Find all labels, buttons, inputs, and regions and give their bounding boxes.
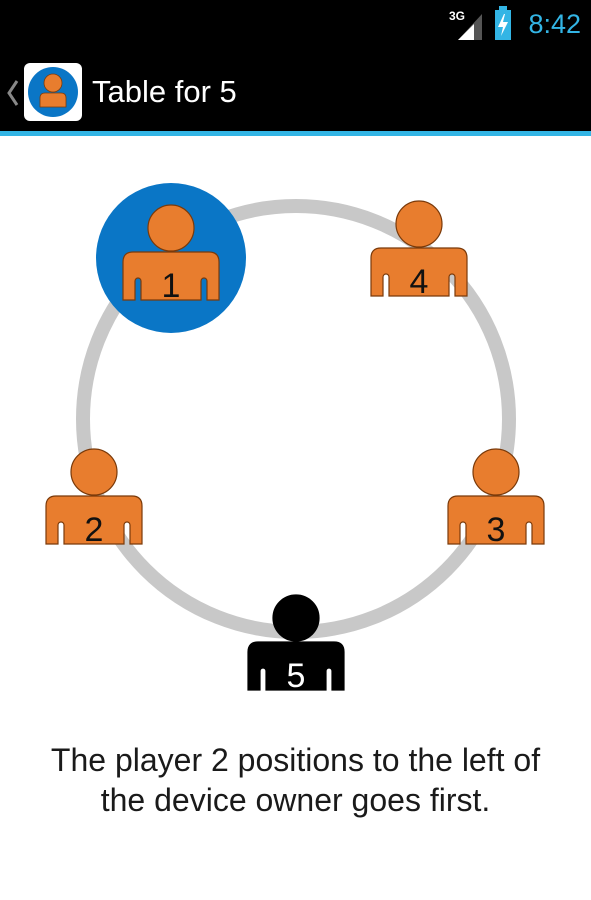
seat-number: 4 — [410, 263, 429, 301]
seat-4[interactable]: 4 — [370, 200, 468, 301]
instruction-line-2: the device owner goes first. — [100, 782, 491, 818]
seat-number: 5 — [287, 657, 306, 695]
signal-icon: 3G — [449, 9, 482, 40]
action-bar — [0, 48, 591, 131]
status-bar: 3G 8:42 — [0, 0, 591, 48]
clock: 8:42 — [528, 9, 581, 39]
seat-number: 2 — [85, 511, 104, 549]
seat-number: 3 — [487, 511, 506, 549]
chevron-left-icon[interactable] — [4, 79, 20, 107]
seat-5[interactable]: 5 — [247, 594, 345, 695]
instruction-line-1: The player 2 positions to the left of — [50, 742, 541, 778]
instruction-text: The player 2 positions to the left of th… — [0, 740, 591, 820]
seat-3[interactable]: 3 — [447, 448, 545, 549]
battery-icon — [495, 6, 511, 40]
network-type-label: 3G — [449, 9, 465, 23]
seat-1[interactable]: 1 — [122, 204, 220, 305]
page-title: Table for 5 — [92, 74, 237, 109]
person-icon — [28, 67, 78, 117]
table-diagram: 1 2 3 4 5 — [45, 183, 545, 695]
action-bar-divider — [0, 131, 591, 136]
seat-number: 1 — [162, 267, 181, 305]
seat-2[interactable]: 2 — [45, 448, 143, 549]
app-home-button[interactable] — [24, 63, 82, 121]
